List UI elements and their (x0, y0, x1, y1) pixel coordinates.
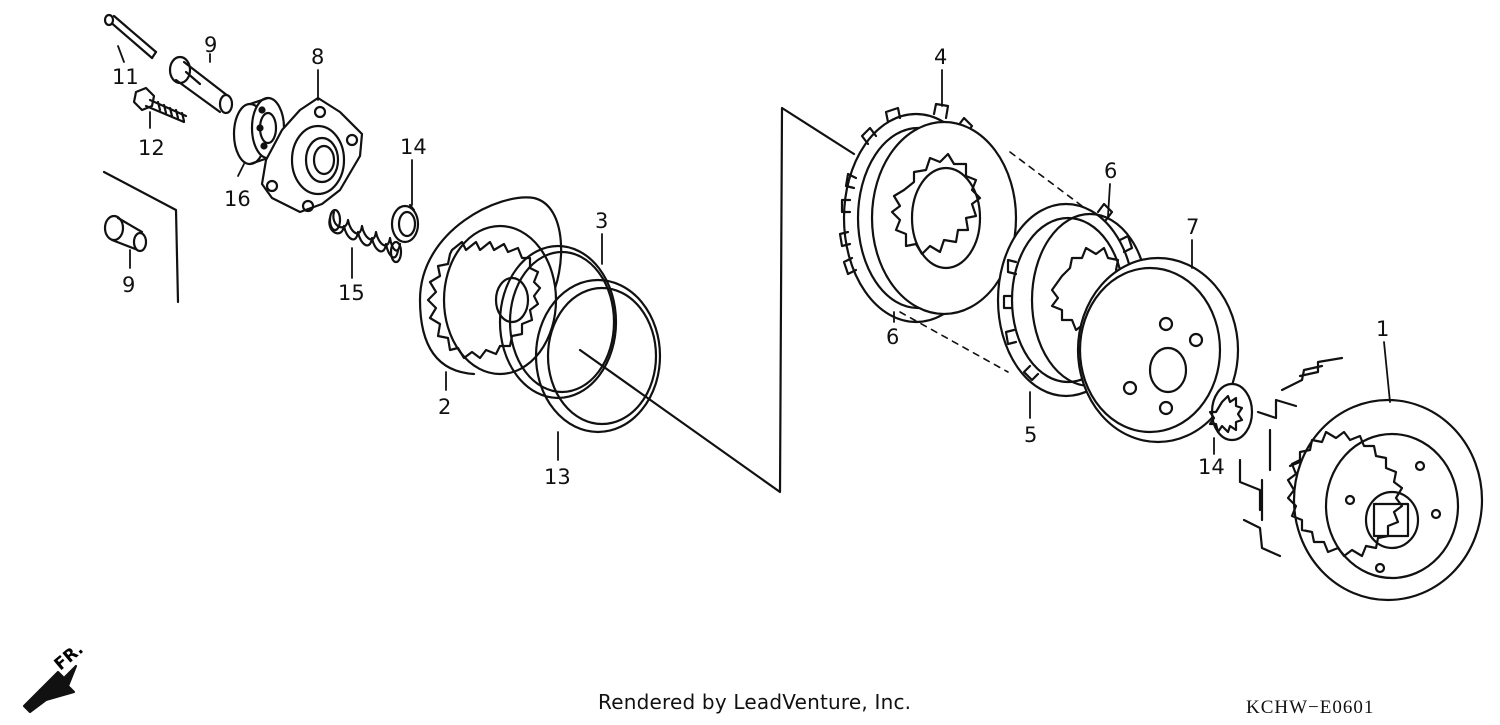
part-14-lock-washer (1208, 382, 1254, 442)
part-15-circlip (390, 203, 420, 244)
callout-11: 13 (544, 465, 571, 489)
callout-12: 11 (112, 65, 139, 89)
part-12-pin (103, 13, 158, 60)
dashed-guides (899, 151, 1091, 373)
callout-2: 2 (438, 395, 451, 419)
callout-14-label: 14 (1198, 455, 1225, 479)
rendered-by-credit: Rendered by LeadVenture, Inc. (598, 690, 912, 714)
callout-5: 5 (1024, 423, 1037, 447)
callout-nine: 9 (122, 273, 135, 297)
part-17-bearing (232, 96, 286, 166)
callout-15: 14 (400, 135, 427, 159)
part-10-shaft (168, 55, 234, 115)
callout-1: 1 (1376, 317, 1389, 341)
part-16-spring (328, 208, 403, 264)
callout-16: 15 (338, 281, 365, 305)
part-13-bolt (132, 86, 188, 124)
part-3-ring (498, 244, 618, 400)
callout-6-b: 6 (1104, 159, 1117, 183)
part-8-holder-plate (260, 96, 364, 214)
part-7-pressure-plate (1076, 256, 1240, 444)
part-11-ring (534, 278, 662, 434)
callout-3: 3 (595, 209, 608, 233)
part-6-clutch-plate (870, 120, 1018, 316)
callout-6-a: 6 (886, 325, 899, 349)
part-9-pin (102, 170, 180, 304)
diagram-code: KCHW−E0601 (1246, 697, 1375, 718)
callout-17: 16 (224, 187, 251, 211)
callout-13: 12 (138, 136, 165, 160)
front-label: FR. (51, 639, 88, 675)
callout-4: 4 (934, 45, 947, 69)
assembly-bracket-lines (578, 106, 856, 494)
front-arrow-icon (22, 664, 78, 714)
callout-10: 9 (204, 33, 217, 57)
callout-numbers: 11 9 12 16 8 14 9 8 9 15 2 3 13 4 6 6 5 … (112, 33, 1389, 489)
part-2-clutch-center (418, 196, 563, 376)
callout-8: 8 (311, 45, 324, 69)
leader-lines (117, 45, 1391, 461)
part-1-clutch-outer (1238, 356, 1484, 602)
callout-7: 7 (1186, 215, 1199, 239)
